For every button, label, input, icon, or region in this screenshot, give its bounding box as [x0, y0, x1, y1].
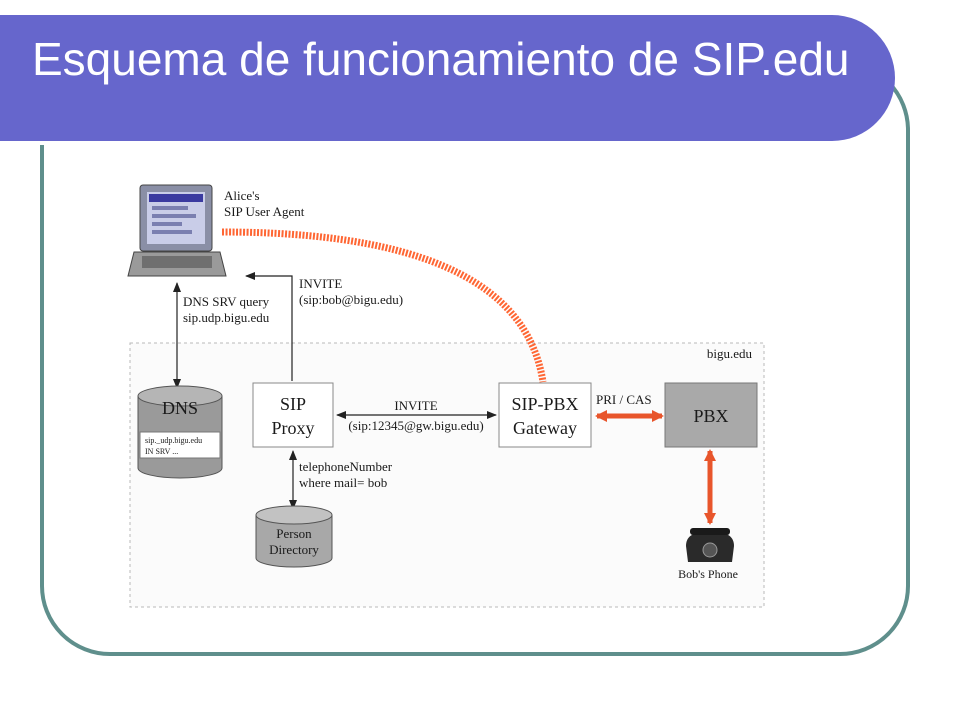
media-path-alice-gateway	[221, 228, 547, 383]
title-bar: Esquema de funcionamiento de SIP.edu	[0, 15, 895, 145]
pbx-box	[664, 382, 758, 448]
invite-arrow-alice-proxy	[245, 272, 293, 381]
invite-1-line1: INVITE	[299, 276, 342, 291]
proxy-label-line1: SIP	[280, 394, 306, 414]
directory-label-line2: Directory	[269, 542, 319, 557]
proxy-label-line2: Proxy	[271, 418, 314, 438]
dns-query-line1: DNS SRV query	[183, 294, 270, 309]
dns-database-icon	[137, 385, 223, 479]
alice-label-line2: SIP User Agent	[224, 204, 305, 219]
pbx-label: PBX	[693, 406, 728, 426]
phone-label: Bob's Phone	[678, 567, 738, 581]
sip-pbx-gateway-box	[498, 382, 592, 448]
laptop-icon	[127, 184, 227, 277]
trunk-label: PRI / CAS	[596, 392, 652, 407]
telephone-icon	[686, 528, 734, 562]
dns-query-line2: sip.udp.bigu.edu	[183, 310, 270, 325]
lookup-line1: telephoneNumber	[299, 459, 393, 474]
slide-title: Esquema de funcionamiento de SIP.edu	[32, 33, 850, 85]
invite-2-line2: (sip:12345@gw.bigu.edu)	[348, 418, 483, 433]
domain-label: bigu.edu	[707, 346, 753, 361]
invite-2-line1: INVITE	[394, 398, 437, 413]
lookup-line2: where mail= bob	[299, 475, 387, 490]
directory-label-line1: Person	[276, 526, 312, 541]
title-underline	[0, 141, 848, 145]
dns-label: DNS	[162, 398, 198, 418]
alice-label-line1: Alice's	[224, 188, 260, 203]
domain-region	[129, 342, 765, 608]
person-directory-database-icon	[255, 505, 333, 568]
dns-record-line2: IN SRV ...	[145, 447, 178, 456]
gateway-label-line2: Gateway	[513, 418, 577, 438]
invite-1-line2: (sip:bob@bigu.edu)	[299, 292, 403, 307]
sip-proxy-box	[252, 382, 334, 448]
dns-record-line1: sip._udp.bigu.edu	[145, 436, 202, 445]
gateway-label-line1: SIP-PBX	[511, 394, 578, 414]
